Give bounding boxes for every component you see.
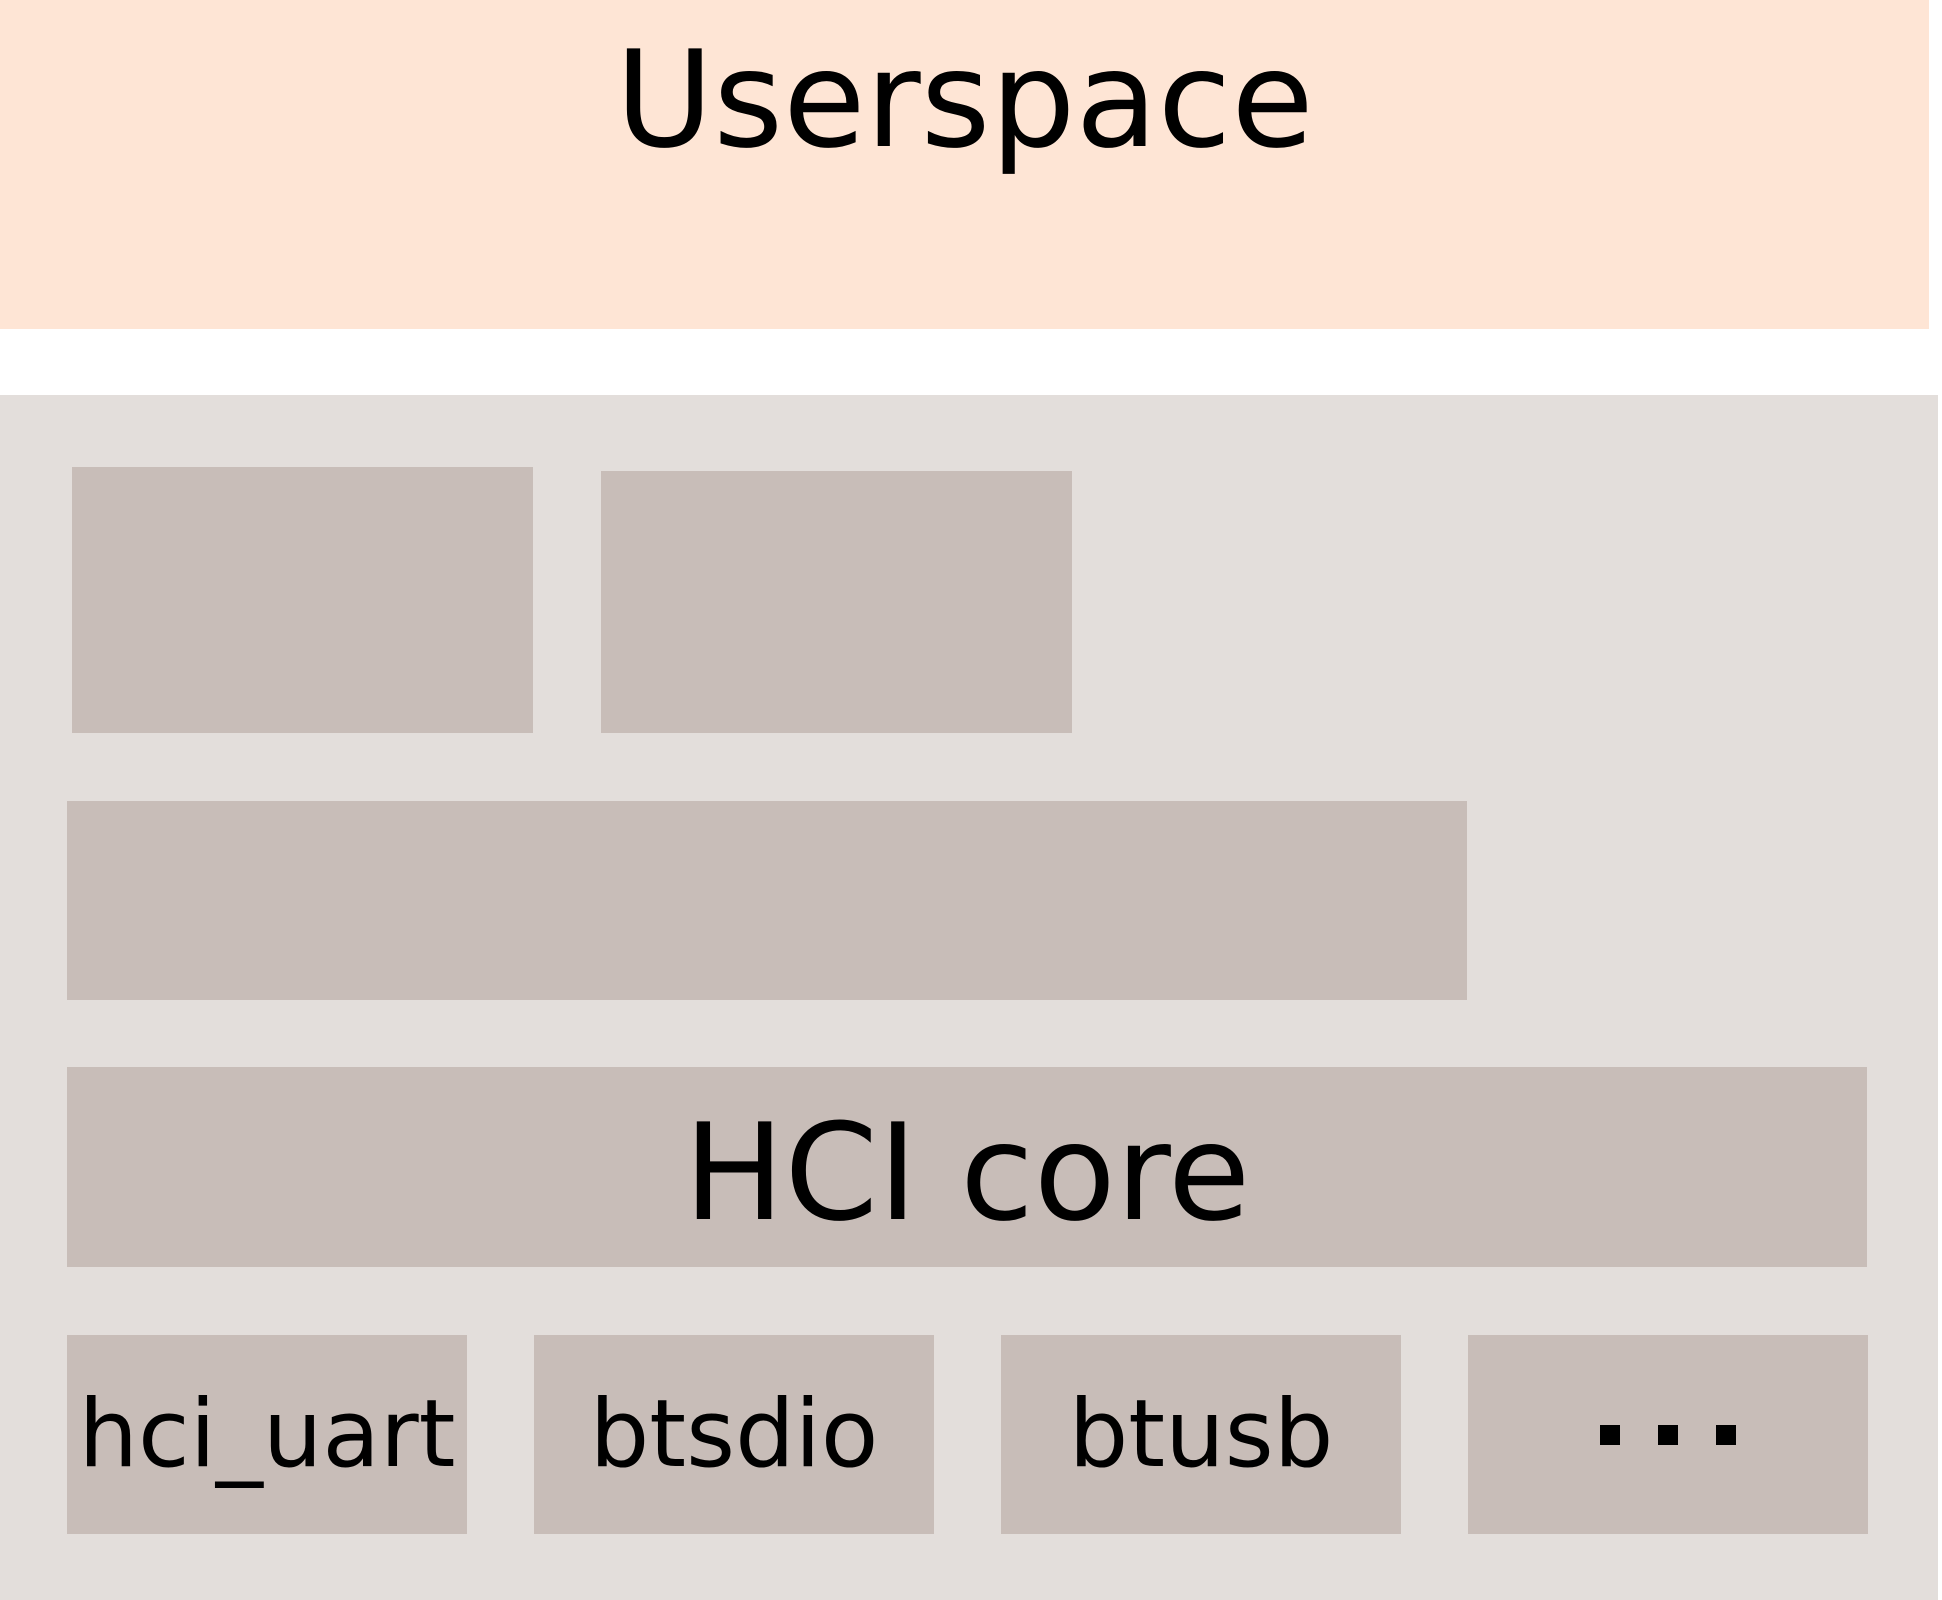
driver-block-btusb: btusb [1001,1335,1401,1534]
dot-icon [1658,1424,1678,1445]
driver-label: hci_uart [78,1380,456,1489]
driver-block-more [1468,1335,1868,1534]
ellipsis-icon [1600,1424,1736,1445]
driver-label: btusb [1068,1380,1334,1489]
unlabeled-block-2 [601,471,1072,733]
driver-label: btsdio [589,1380,879,1489]
userspace-label: Userspace [615,22,1314,178]
driver-block-hci-uart: hci_uart [67,1335,467,1534]
hci-core-label: HCI core [683,1095,1251,1251]
driver-block-btsdio: btsdio [534,1335,934,1534]
dot-icon [1600,1424,1620,1445]
hci-core-block: HCI core [67,1067,1867,1267]
unlabeled-block-3 [67,801,1467,1000]
unlabeled-block-1 [72,467,533,733]
dot-icon [1716,1424,1736,1445]
userspace-layer: Userspace [0,0,1929,329]
